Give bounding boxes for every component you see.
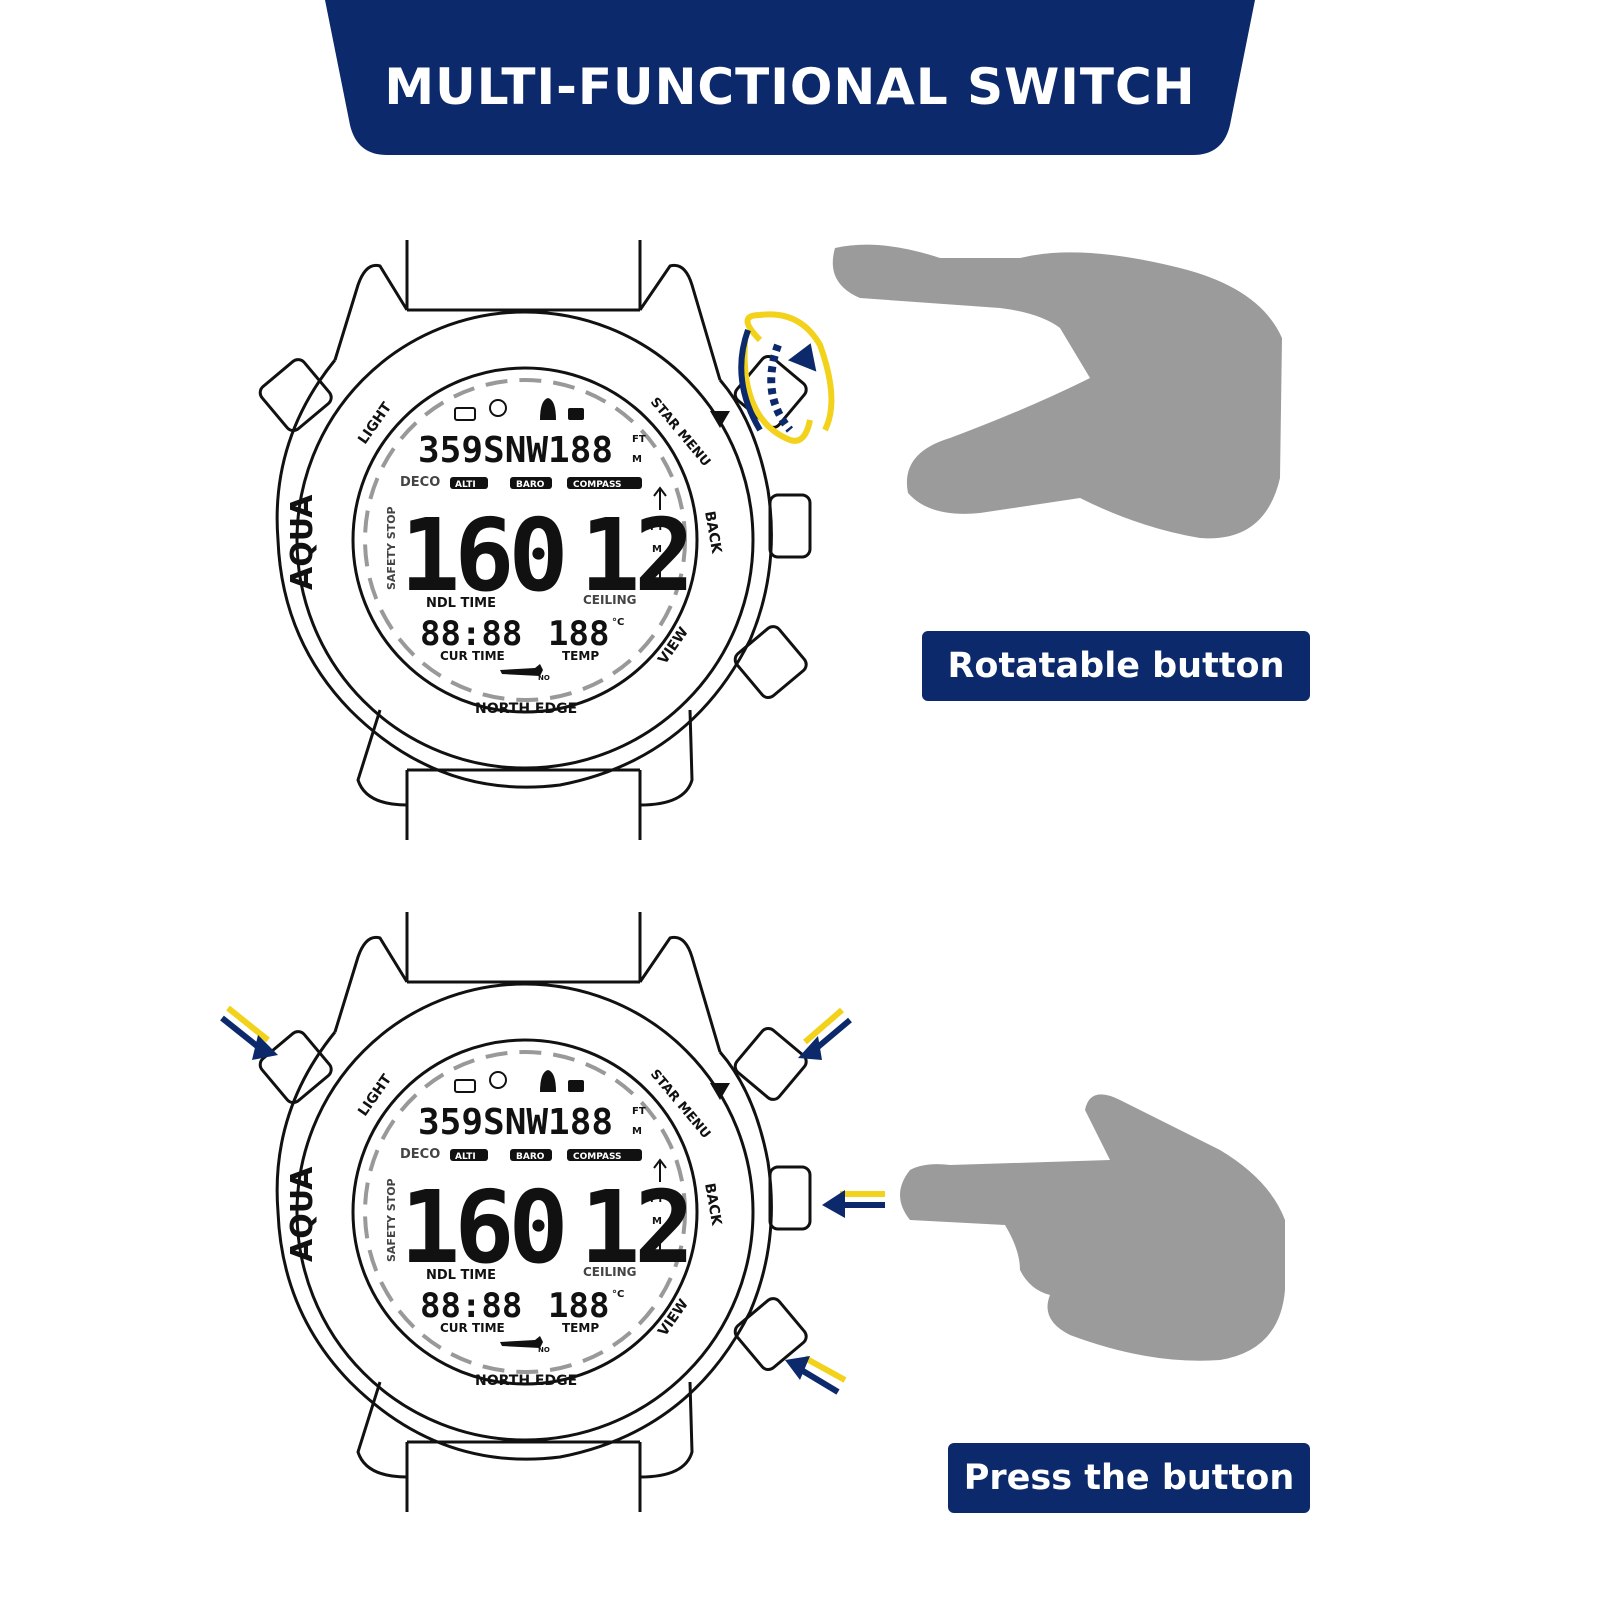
hand-press-icon [900, 1094, 1285, 1361]
big-left-value: 160 [400, 1169, 563, 1286]
compass-label: COMPASS [573, 1152, 622, 1162]
maker-label: NORTH EDGE [475, 701, 577, 717]
unit-m-mid: M [652, 1216, 662, 1227]
unit-ft-top: FT [632, 1106, 646, 1117]
no-label: NO [538, 674, 550, 682]
unit-ft-mid: FT [650, 522, 664, 533]
back-label: BACK [701, 1182, 724, 1228]
cur-time-label: CUR TIME [440, 1321, 505, 1335]
temp-value: 188 [548, 614, 609, 654]
safety-stop-label: SAFETY STOP [385, 1178, 398, 1262]
rotatable-button-label: Rotatable button [922, 631, 1310, 701]
unit-m-top: M [632, 454, 642, 465]
safety-stop-label: SAFETY STOP [385, 506, 398, 590]
ndl-time-label: NDL TIME [426, 596, 496, 611]
brand-label: AQUA [285, 1166, 320, 1262]
temp-unit: °C [612, 617, 624, 628]
time-value: 88:88 [420, 1286, 522, 1326]
ceiling-label: CEILING [583, 593, 636, 607]
display-top-row: 359SNW188 [418, 430, 613, 471]
unit-ft-mid: FT [650, 1194, 664, 1205]
cur-time-label: CUR TIME [440, 649, 505, 663]
temp-label: TEMP [562, 649, 599, 663]
time-value: 88:88 [420, 614, 522, 654]
alti-label: ALTI [455, 480, 476, 490]
temp-label: TEMP [562, 1321, 599, 1335]
maker-label: NORTH EDGE [475, 1373, 577, 1389]
unit-ft-top: FT [632, 434, 646, 445]
ceiling-label: CEILING [583, 1265, 636, 1279]
unit-m-mid: M [652, 544, 662, 555]
header-banner-shape [325, 0, 1255, 155]
display-top-row: 359SNW188 [418, 1102, 613, 1143]
deco-label: DECO [400, 475, 440, 490]
watch-drawing: LIGHT STAR MENU BACK VIEW AQUA NORTH EDG… [258, 240, 812, 840]
baro-label: BARO [516, 1152, 545, 1162]
unit-m-top: M [632, 1126, 642, 1137]
big-right-value: 12 [580, 497, 688, 614]
big-right-value: 12 [580, 1169, 688, 1286]
temp-value: 188 [548, 1286, 609, 1326]
watch-rotate-illustration: LIGHT STAR MENU BACK VIEW AQUA NORTH EDG… [240, 240, 840, 864]
header-banner: MULTI-FUNCTIONAL SWITCH [325, 0, 1255, 160]
no-label: NO [538, 1346, 550, 1354]
compass-label: COMPASS [573, 480, 622, 490]
press-button-label: Press the button [948, 1443, 1310, 1513]
press-arrows-icon [220, 1005, 885, 1395]
big-left-value: 160 [400, 497, 563, 614]
watch-press-illustration: LIGHT STAR MENU BACK VIEW AQUA NORTH EDG… [240, 912, 840, 1536]
page-title: MULTI-FUNCTIONAL SWITCH [384, 58, 1196, 116]
back-label: BACK [701, 510, 724, 556]
rotate-arrows-icon [738, 311, 835, 444]
temp-unit: °C [612, 1289, 624, 1300]
watch-drawing: LIGHT STAR MENU BACK VIEW AQUA NORTH EDG… [258, 912, 812, 1512]
alti-label: ALTI [455, 1152, 476, 1162]
deco-label: DECO [400, 1147, 440, 1162]
baro-label: BARO [516, 480, 545, 490]
brand-label: AQUA [285, 494, 320, 590]
ndl-time-label: NDL TIME [426, 1268, 496, 1283]
hand-rotate-icon [832, 244, 1282, 539]
